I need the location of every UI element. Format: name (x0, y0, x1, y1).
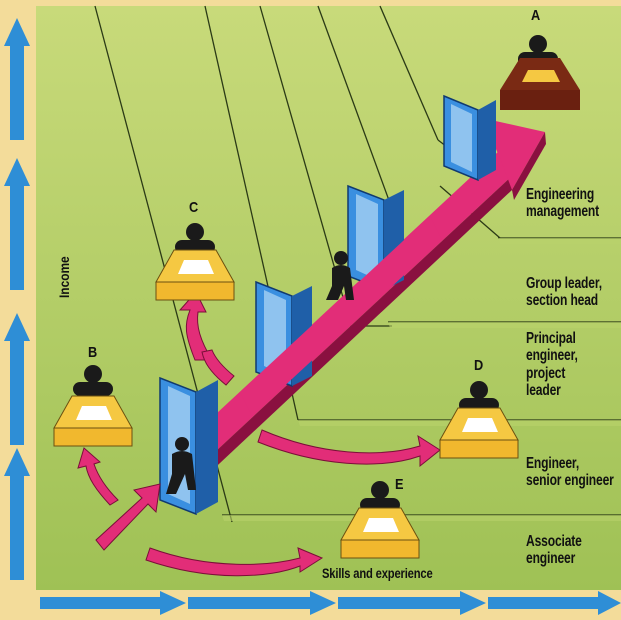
grade-label-engineering-management: Engineering management (526, 186, 599, 221)
grade-label-associate-engineer: Associate engineer (526, 533, 582, 568)
right-arrow-icon (40, 591, 621, 615)
up-arrow-icon (4, 18, 30, 580)
desk-label-a: A (531, 8, 540, 25)
desk-label-c: C (189, 200, 198, 217)
grade-label-group-leader: Group leader, section head (526, 275, 602, 310)
desk-label-e: E (395, 477, 403, 494)
y-axis-label: Income (56, 256, 72, 298)
grade-label-principal-engineer: Principal engineer, project leader (526, 330, 578, 399)
grade-label-engineer: Engineer, senior engineer (526, 455, 614, 490)
desk-label-d: D (474, 358, 483, 375)
x-axis-label: Skills and experience (322, 566, 433, 582)
desk-label-b: B (88, 345, 97, 362)
